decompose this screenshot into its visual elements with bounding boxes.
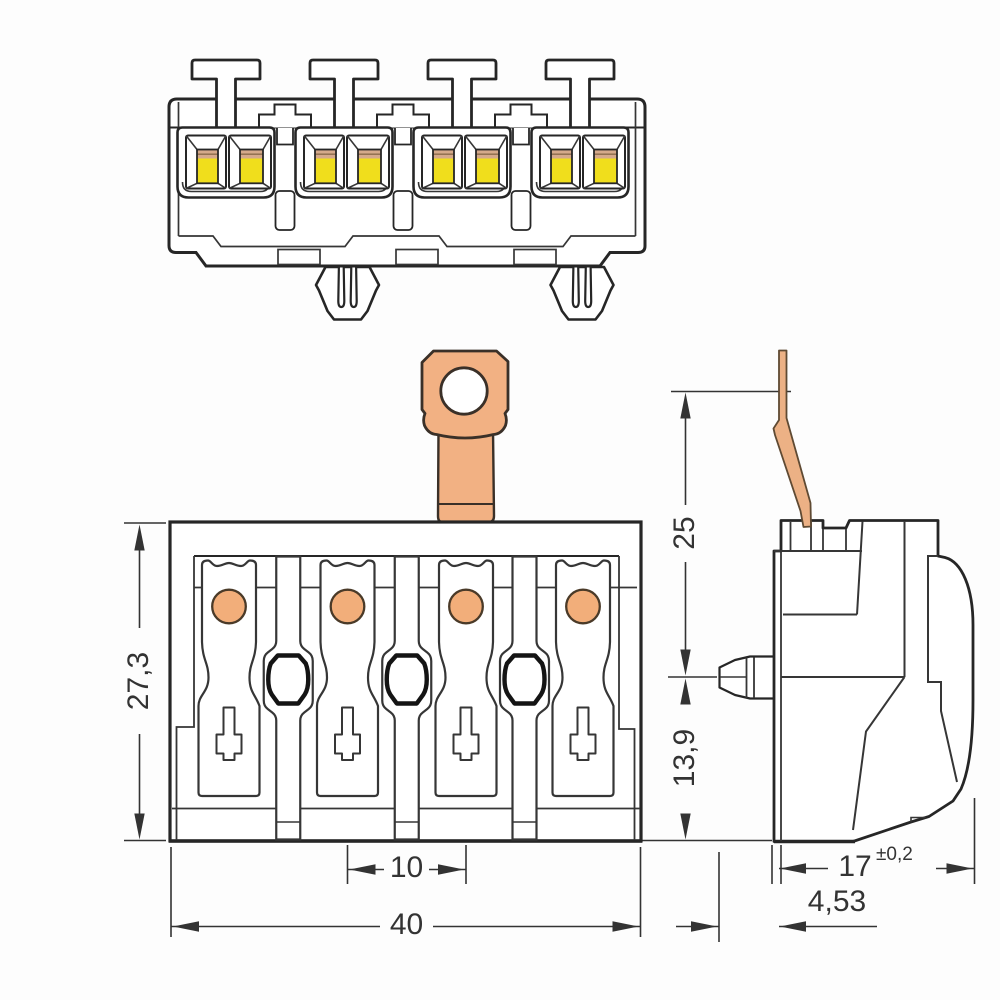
svg-text:4,53: 4,53	[808, 885, 866, 918]
svg-text:±0,2: ±0,2	[876, 844, 913, 865]
svg-text:25: 25	[668, 516, 701, 549]
svg-text:13,9: 13,9	[668, 729, 701, 787]
svg-text:27,3: 27,3	[122, 652, 155, 710]
svg-text:40: 40	[390, 908, 423, 941]
svg-text:17: 17	[838, 850, 871, 883]
svg-text:10: 10	[390, 851, 423, 884]
